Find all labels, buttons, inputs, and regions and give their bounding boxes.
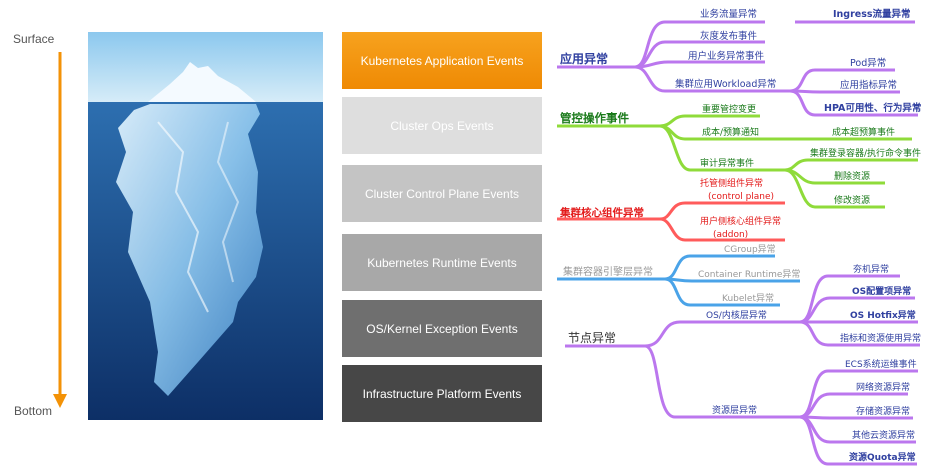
ops-item-important-change: 重要管控变更: [702, 103, 756, 115]
layer-kubernetes-runtime-events: Kubernetes Runtime Events: [342, 234, 542, 291]
node-item-metrics-resource: 指标和资源使用异常: [840, 332, 921, 344]
ops-item-cost-notice: 成本/预算通知: [702, 126, 759, 138]
node-root: 节点异常: [568, 331, 616, 345]
app-item-metrics: 应用指标异常: [840, 79, 897, 91]
layer-cluster-control-plane-events: Cluster Control Plane Events: [342, 165, 542, 222]
runtime-branch: [557, 254, 800, 307]
node-item-ecs-ops: ECS系统运维事件: [845, 358, 917, 370]
node-item-quota: 资源Quota异常: [849, 451, 916, 463]
node-branch: [565, 274, 920, 466]
runtime-item-cgroup: CGroup异常: [724, 243, 776, 255]
ops-item-modify: 修改资源: [834, 194, 870, 206]
runtime-item-container-runtime: Container Runtime异常: [698, 268, 800, 280]
control-root: 集群核心组件异常: [559, 206, 644, 219]
runtime-root: 集群容器引擎层异常: [563, 265, 653, 278]
ops-item-login-exec: 集群登录容器/执行命令事件: [810, 147, 921, 159]
app-item-ingress: Ingress流量异常: [833, 8, 911, 20]
ops-item-delete: 删除资源: [834, 170, 870, 182]
node-item-os-kernel: OS/内核层异常: [706, 309, 767, 321]
app-item-hpa: HPA可用性、行为异常: [824, 102, 921, 114]
control-item-control-plane: (control plane): [708, 192, 774, 202]
layer-os-kernel-exception-events: OS/Kernel Exception Events: [342, 300, 542, 357]
node-item-other-cloud: 其他云资源异常: [852, 429, 915, 441]
node-item-storage: 存储资源异常: [856, 405, 910, 417]
ops-branch: [557, 114, 918, 209]
runtime-item-kubelet: Kubelet异常: [722, 292, 774, 304]
app-item-workload: 集群应用Workload异常: [675, 78, 776, 90]
app-item-user-business: 用户业务异常事件: [688, 50, 765, 62]
node-item-os-hotfix: OS Hotfix异常: [850, 309, 916, 321]
control-item-user-core: 用户侧核心组件异常: [700, 215, 781, 227]
ops-item-over-budget: 成本超预算事件: [832, 126, 895, 138]
node-item-resource-layer: 资源层异常: [712, 404, 757, 416]
app-item-business-traffic: 业务流量异常: [700, 8, 757, 20]
control-branch: [557, 201, 785, 242]
control-item-managed: 托管侧组件异常: [700, 177, 763, 189]
layer-kubernetes-application-events: Kubernetes Application Events: [342, 32, 542, 89]
layer-infrastructure-platform-events: Infrastructure Platform Events: [342, 365, 542, 422]
depth-arrow: [53, 52, 67, 408]
node-item-hang: 夯机异常: [853, 263, 889, 275]
app-root: 应用异常: [560, 51, 608, 66]
control-item-addon: (addon): [713, 230, 748, 240]
app-item-pod: Pod异常: [850, 57, 886, 69]
surface-label: Surface: [13, 32, 55, 46]
bottom-label: Bottom: [14, 404, 53, 418]
ops-item-audit: 审计异常事件: [700, 157, 754, 169]
app-item-gray-release: 灰度发布事件: [700, 30, 758, 42]
node-item-network: 网络资源异常: [856, 381, 910, 393]
node-item-os-config: OS配置项异常: [852, 285, 911, 297]
iceberg-image: [88, 32, 323, 420]
app-branch: [557, 20, 918, 117]
ops-root: 管控操作事件: [560, 111, 629, 125]
layer-cluster-ops-events: Cluster Ops Events: [342, 97, 542, 154]
